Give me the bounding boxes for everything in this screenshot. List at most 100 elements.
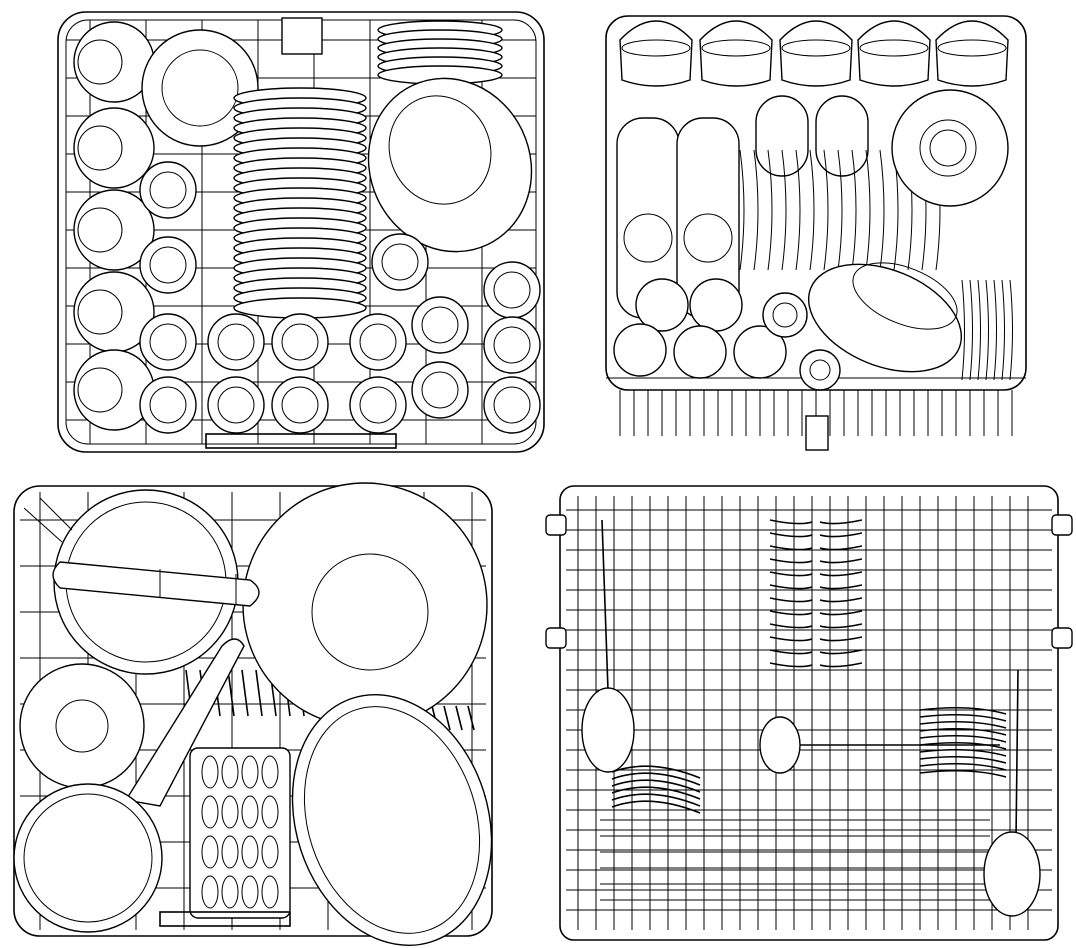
cup: [411, 361, 469, 419]
knife: [819, 662, 863, 668]
mug: [73, 349, 155, 431]
mug-rim: [77, 207, 123, 253]
knife: [819, 545, 863, 551]
tine: [823, 149, 829, 271]
fork: [611, 779, 701, 793]
cup: [139, 376, 197, 434]
knife: [819, 532, 863, 538]
cup-rim: [149, 171, 187, 209]
plate-stack-small: [377, 20, 503, 85]
cup: [271, 376, 329, 434]
tine: [879, 149, 885, 271]
basket-latch: [805, 415, 829, 451]
knife: [769, 649, 813, 655]
cutlery-slot: [221, 835, 239, 869]
cutlery-slot: [201, 755, 219, 789]
glass-base: [683, 213, 733, 263]
tine: [255, 669, 263, 717]
panel-cups-glasses-basket: [605, 15, 1027, 451]
cup: [139, 236, 197, 294]
knife: [819, 584, 863, 590]
fork: [919, 727, 1007, 736]
cup-rim: [281, 386, 319, 424]
tine: [1001, 279, 1005, 381]
fork: [611, 800, 701, 814]
fork-rows: [600, 706, 1007, 901]
knife: [769, 584, 813, 590]
basket-handle: [205, 433, 397, 449]
cup: [139, 313, 197, 371]
fork: [611, 765, 701, 779]
tine: [455, 705, 463, 731]
cutlery-slot: [221, 795, 239, 829]
oval-platter: [291, 694, 493, 946]
cup-rim: [381, 243, 419, 281]
tine: [969, 279, 973, 381]
cutlery-slot: [241, 795, 259, 829]
fold-down-tines: [739, 149, 1013, 381]
knife: [819, 558, 863, 564]
cup-rim: [359, 323, 397, 361]
rack-wire-grid: [566, 496, 1052, 930]
tine: [993, 279, 997, 381]
bowl-rim: [621, 39, 691, 57]
cup: [207, 376, 265, 434]
knife: [769, 519, 813, 525]
cup: [673, 325, 727, 379]
cup: [483, 316, 541, 374]
rack-clips: [545, 514, 1073, 649]
glass-base: [623, 213, 673, 263]
tine: [467, 705, 475, 731]
basket-bottom-wires: [606, 377, 1026, 436]
cutlery-slot: [201, 875, 219, 909]
fork: [611, 772, 701, 786]
cup: [733, 325, 787, 379]
panel-dinnerware-basket: [57, 11, 545, 453]
tine: [985, 279, 989, 381]
tine: [837, 149, 843, 271]
cup: [271, 313, 329, 371]
tine: [1009, 279, 1013, 381]
cutlery-slot: [201, 835, 219, 869]
saucepan-large: [13, 638, 245, 933]
knife: [819, 597, 863, 603]
knife: [819, 519, 863, 525]
basket-frame: [13, 485, 493, 937]
knife-rows: [769, 519, 863, 668]
cutlery-slot: [221, 755, 239, 789]
bowl-rim: [937, 39, 1007, 57]
knife: [769, 558, 813, 564]
bowl: [779, 20, 853, 87]
knife: [769, 636, 813, 642]
knife: [819, 623, 863, 629]
knife: [769, 545, 813, 551]
panel-cutlery-rack: [545, 485, 1073, 941]
cup: [483, 376, 541, 434]
bowl-rim: [781, 39, 851, 57]
tine: [781, 149, 787, 271]
cup-rim: [217, 323, 255, 361]
rack-frame: [559, 485, 1059, 941]
bowl-rim: [859, 39, 929, 57]
tine: [809, 149, 815, 271]
plate-stack: [233, 87, 367, 319]
tine: [977, 279, 981, 381]
tine: [795, 149, 801, 271]
knife: [819, 649, 863, 655]
tine: [227, 669, 235, 717]
basket-frame: [57, 11, 545, 453]
fork: [919, 713, 1007, 722]
fork: [919, 720, 1007, 729]
cutlery-slot: [221, 875, 239, 909]
fork: [611, 793, 701, 807]
bowl-rim: [701, 39, 771, 57]
bowl: [619, 20, 693, 87]
tine: [739, 149, 745, 271]
cup: [139, 161, 197, 219]
cutlery-basket: [189, 747, 291, 919]
tine: [443, 705, 451, 731]
fork: [611, 786, 701, 800]
bowl: [699, 20, 773, 87]
mug-rim: [77, 39, 123, 85]
cup: [349, 313, 407, 371]
